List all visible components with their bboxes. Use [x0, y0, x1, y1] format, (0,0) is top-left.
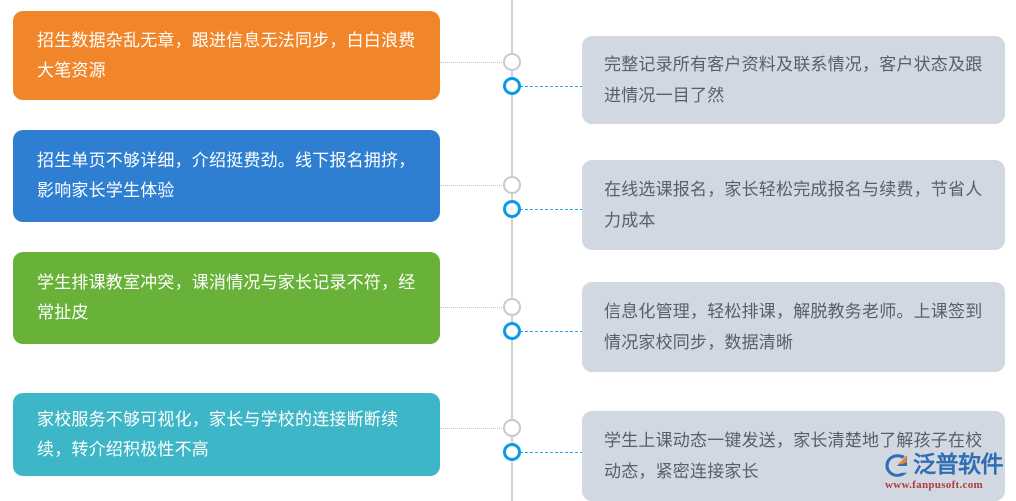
solution-card-customer-records[interactable]: 完整记录所有客户资料及联系情况，客户状态及跟进情况一目了然: [582, 36, 1005, 124]
problem-card-home-school-service[interactable]: 家校服务不够可视化，家长与学校的连接断断续续，转介绍积极性不高: [13, 393, 440, 476]
problem-card-text: 招生单页不够详细，介绍挺费劲。线下报名拥挤，影响家长学生体验: [37, 151, 416, 200]
problem-card-text: 学生排课教室冲突，课消情况与家长记录不符，经常扯皮: [37, 273, 416, 322]
connector-leader-blue: [520, 209, 583, 210]
solution-card-text: 信息化管理，轻松排课，解脱教务老师。上课签到情况家校同步，数据清晰: [604, 302, 983, 352]
timeline-spine: [511, 0, 513, 501]
problem-card-enrollment-page[interactable]: 招生单页不够详细，介绍挺费劲。线下报名拥挤，影响家长学生体验: [13, 130, 440, 222]
problem-card-class-scheduling[interactable]: 学生排课教室冲突，课消情况与家长记录不符，经常扯皮: [13, 252, 440, 344]
problem-card-text: 招生数据杂乱无章，跟进信息无法同步，白白浪费大笔资源: [37, 30, 416, 80]
solution-card-informatized-management[interactable]: 信息化管理，轻松排课，解脱教务老师。上课签到情况家校同步，数据清晰: [582, 282, 1005, 372]
brand-logo-row: 泛普软件: [884, 452, 1004, 479]
connector-leader-gray: [440, 428, 504, 429]
problem-card-text: 家校服务不够可视化，家长与学校的连接断断续续，转介绍积极性不高: [37, 409, 399, 459]
circle-outline-gray-icon[interactable]: [503, 53, 521, 71]
solution-card-text: 完整记录所有客户资料及联系情况，客户状态及跟进情况一目了然: [604, 55, 983, 105]
connector-leader-blue: [520, 331, 583, 332]
brand-logo[interactable]: 泛普软件 www.fanpusoft.com: [884, 452, 1008, 496]
brand-url: www.fanpusoft.com: [885, 479, 983, 491]
connector-leader-gray: [440, 62, 504, 63]
problem-card-enrollment-data[interactable]: 招生数据杂乱无章，跟进信息无法同步，白白浪费大笔资源: [13, 11, 440, 100]
fanpu-swoosh-logo-icon: [884, 453, 911, 478]
circle-outline-blue-icon[interactable]: [503, 200, 521, 218]
connector-leader-gray: [440, 307, 504, 308]
circle-outline-blue-icon[interactable]: [503, 77, 521, 95]
brand-name: 泛普软件: [913, 452, 1004, 478]
circle-outline-gray-icon[interactable]: [503, 176, 521, 194]
connector-leader-gray: [440, 185, 504, 186]
solution-card-text: 学生上课动态一键发送，家长清楚地了解孩子在校动态，紧密连接家长: [604, 431, 983, 481]
solution-card-student-updates[interactable]: 学生上课动态一键发送，家长清楚地了解孩子在校动态，紧密连接家长: [582, 411, 1005, 501]
circle-outline-gray-icon[interactable]: [503, 419, 521, 437]
circle-outline-gray-icon[interactable]: [503, 298, 521, 316]
circle-outline-blue-icon[interactable]: [503, 322, 521, 340]
connector-leader-blue: [520, 86, 583, 87]
connector-leader-blue: [520, 452, 583, 453]
solution-card-text: 在线选课报名，家长轻松完成报名与续费，节省人力成本: [604, 180, 983, 230]
circle-outline-blue-icon[interactable]: [503, 443, 521, 461]
solution-card-online-enrollment[interactable]: 在线选课报名，家长轻松完成报名与续费，节省人力成本: [582, 160, 1005, 250]
